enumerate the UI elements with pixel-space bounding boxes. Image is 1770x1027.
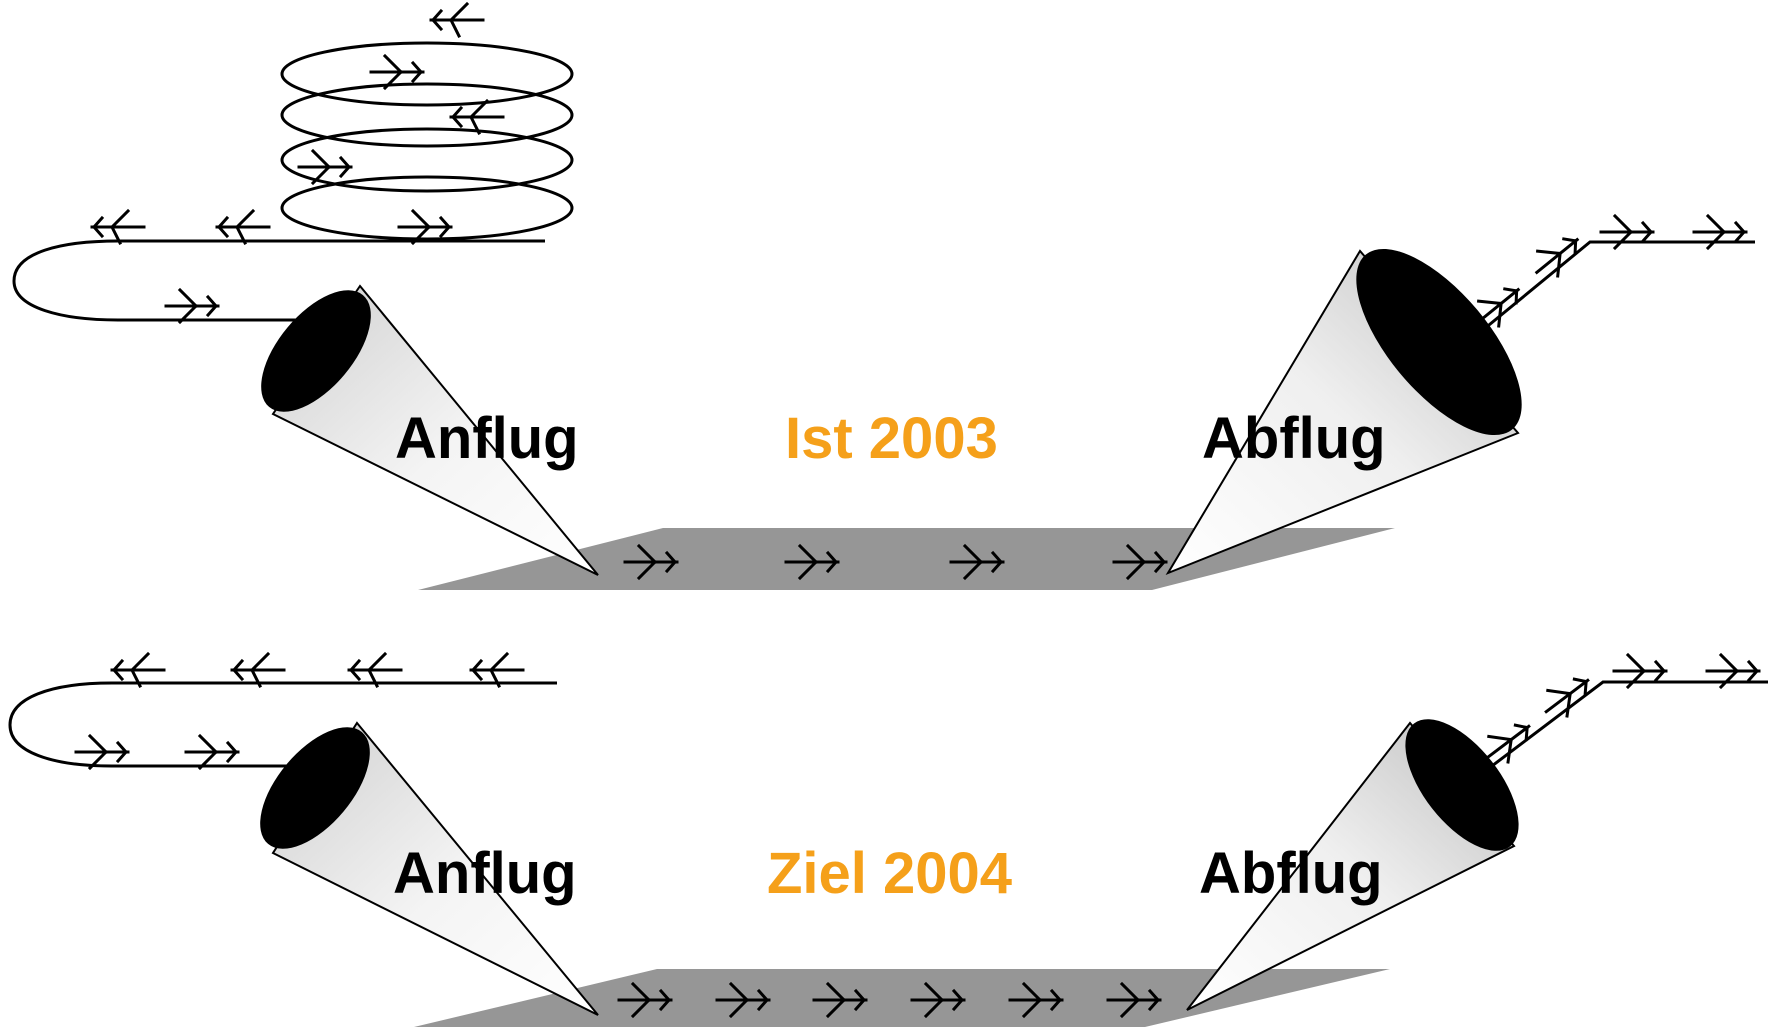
- runway: [414, 969, 1390, 1027]
- approach-label: Anflug: [393, 841, 577, 906]
- aircraft-icon: [347, 652, 403, 688]
- aircraft-icon: [230, 652, 286, 688]
- departure-label: Abflug: [1202, 406, 1386, 471]
- panel-ziel-2004: Anflug Ziel 2004 Abflug: [8, 652, 1768, 1027]
- holding-pattern: [280, 41, 574, 241]
- aircraft-icon: [74, 734, 130, 770]
- approach-path: [12, 239, 545, 322]
- aircraft-icon: [110, 652, 166, 688]
- approach-cone: [261, 284, 599, 576]
- departure-label: Abflug: [1199, 841, 1383, 906]
- departure-aircraft: [1466, 214, 1748, 337]
- runway: [418, 528, 1395, 590]
- departure-cone: [1186, 719, 1519, 1011]
- queue-aircraft: [90, 2, 505, 324]
- aircraft-icon: [90, 209, 146, 245]
- aircraft-icon: [1535, 666, 1599, 726]
- departure-path: [1477, 240, 1755, 336]
- departure-cone: [1165, 248, 1522, 576]
- aircraft-icon: [215, 209, 271, 245]
- panel-ist-2003: Anflug Ist 2003 Abflug: [12, 2, 1755, 590]
- approach-cone: [260, 721, 599, 1016]
- departure-path: [1483, 680, 1768, 774]
- departure-aircraft: [1476, 653, 1761, 772]
- aircraft-icon: [429, 2, 485, 38]
- aircraft-icon: [164, 288, 220, 324]
- aircraft-icon: [184, 734, 240, 770]
- approach-label: Anflug: [395, 406, 579, 471]
- status-label: Ist 2003: [785, 406, 998, 471]
- aircraft-icon: [469, 652, 525, 688]
- approach-path: [8, 681, 557, 768]
- aircraft-icon: [1525, 225, 1589, 287]
- status-label: Ziel 2004: [767, 841, 1012, 906]
